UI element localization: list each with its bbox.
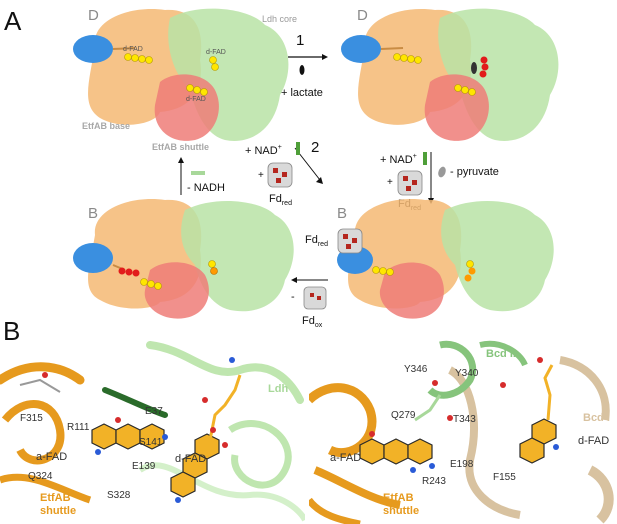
etfab-shuttle-label: EtfAB xyxy=(383,492,414,504)
bcd-ii-label: Bcd II xyxy=(486,348,516,360)
residue-label: S141 xyxy=(139,437,163,448)
state-letter: B xyxy=(337,205,347,222)
step-nadh: - NADH xyxy=(178,157,225,195)
state-letter: D xyxy=(88,7,99,24)
residue-label: F155 xyxy=(493,472,516,483)
fad-red xyxy=(479,56,489,78)
ldh-core-domain xyxy=(441,200,554,312)
nadh-icon xyxy=(191,171,205,175)
fd-red-label: Fdred xyxy=(305,234,328,248)
panel-a-label: A xyxy=(4,6,22,36)
etfab-base-label: EtfAB base xyxy=(82,121,130,131)
plus-sign: + xyxy=(258,170,264,181)
panel-b-left: F315 R111 E37 S141 E139 Q324 S328 a-FAD … xyxy=(0,340,305,524)
bcd-i-label: Bcd I xyxy=(583,412,610,424)
ldh-core-label: Ldh core xyxy=(262,14,297,24)
etfab-shuttle-label: EtfAB shuttle xyxy=(152,142,209,152)
ldh-core-domain xyxy=(181,200,294,312)
atom-markers xyxy=(369,357,559,473)
residue-label: R111 xyxy=(67,422,90,433)
residue-label: F315 xyxy=(20,413,43,424)
ldh-label: Ldh xyxy=(268,383,288,395)
nad-text: + NAD+ xyxy=(245,144,282,157)
d-fad-label: d-FAD xyxy=(175,453,206,465)
etfab-shuttle-domain xyxy=(379,262,444,319)
residue-label: Q279 xyxy=(391,410,416,421)
panel-b-right: Y346 Y340 Q279 T343 E198 F155 R243 Bcd I… xyxy=(309,340,617,524)
fad-yellow xyxy=(124,53,219,96)
ferredoxin-domain xyxy=(73,243,113,273)
etfab-shuttle-label: EtfAB xyxy=(40,492,71,504)
step-number: 1 xyxy=(296,32,304,49)
residue-label: E139 xyxy=(132,461,156,472)
nadh-text: - NADH xyxy=(187,182,225,194)
residue-label: Y340 xyxy=(455,368,479,379)
fd-ox-label: Fdox xyxy=(302,315,323,329)
lactate-icon xyxy=(299,65,305,75)
step-1: 1 + lactate xyxy=(281,32,328,99)
a-fad-label: a-FAD xyxy=(36,451,67,463)
d-fad-label: d-FAD xyxy=(123,46,143,53)
step-2: 2 + NAD+ + Fdred xyxy=(245,139,323,207)
residue-label: Y346 xyxy=(404,364,428,375)
residue-label: E198 xyxy=(450,459,474,470)
ferredoxin-domain xyxy=(341,35,381,63)
d-fad-label: d-FAD xyxy=(186,96,206,103)
state-letter: D xyxy=(357,7,368,24)
ferredoxin-reduced-icon xyxy=(397,170,423,196)
d-fad-label: d-FAD xyxy=(206,49,226,56)
residue-label: E37 xyxy=(145,406,163,417)
pyruvate-text: - pyruvate xyxy=(450,166,499,178)
state-top-left: D Ldh core EtfAB base EtfAB shuttle d-FA… xyxy=(73,7,297,152)
fad-yellow xyxy=(393,53,476,96)
residue-label: Q324 xyxy=(28,471,53,482)
linker xyxy=(380,47,404,50)
nad-icon xyxy=(296,142,300,155)
ferredoxin-oxidized-icon xyxy=(303,286,327,310)
panel-b-label: B xyxy=(3,316,20,346)
atom-markers xyxy=(42,357,235,503)
a-fad-label: a-FAD xyxy=(330,452,361,464)
fad-orange xyxy=(464,267,476,282)
plus-sign: + xyxy=(387,177,393,188)
fad-red xyxy=(118,267,140,277)
state-bottom-right: B Fdred xyxy=(305,199,554,319)
residue-label: S328 xyxy=(107,490,131,501)
step-number: 2 xyxy=(311,139,319,156)
etfab-shuttle-domain xyxy=(154,74,219,141)
lactate-icon xyxy=(471,62,477,74)
ferredoxin-reduced-icon xyxy=(267,162,293,188)
etfab-shuttle-domain xyxy=(144,262,209,319)
ferredoxin-reduced-icon xyxy=(337,228,363,254)
state-letter: B xyxy=(88,205,98,222)
fad-yellow xyxy=(372,260,474,276)
residue-label: R243 xyxy=(422,476,446,487)
pyruvate-icon xyxy=(438,166,446,178)
state-bottom-left: B xyxy=(73,199,294,319)
nad-icon xyxy=(423,152,427,165)
panel-divider xyxy=(305,340,309,524)
etfab-shuttle-label: shuttle xyxy=(383,505,419,517)
nad-text: + NAD+ xyxy=(380,153,417,166)
residue-label: T343 xyxy=(453,414,476,425)
state-top-right: D xyxy=(341,7,559,141)
fad-yellow xyxy=(140,260,218,290)
step-fd-ox: - Fdox xyxy=(291,277,328,329)
lactate-text: + lactate xyxy=(281,87,323,99)
linker xyxy=(112,47,136,50)
etfab-shuttle-label: shuttle xyxy=(40,505,76,517)
d-fad-label: d-FAD xyxy=(578,435,609,447)
fd-red-label: Fdred xyxy=(269,193,292,207)
ferredoxin-domain xyxy=(73,35,113,63)
minus-sign: - xyxy=(291,291,295,303)
